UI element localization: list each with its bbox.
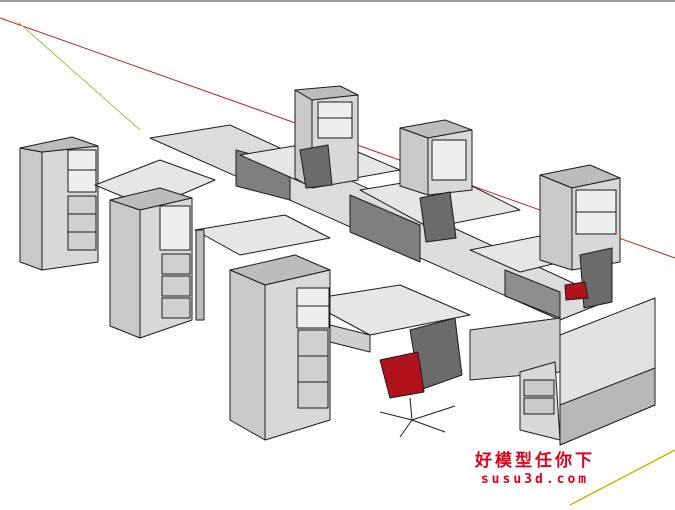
storage-tower-back-right[interactable] bbox=[399, 119, 473, 196]
desk-front-center[interactable] bbox=[304, 284, 471, 353]
storage-tower-back-left[interactable] bbox=[19, 136, 99, 271]
viewport-top-edge bbox=[0, 0, 675, 2]
storage-tower-middle-left[interactable] bbox=[109, 187, 205, 339]
office-chair-back-center[interactable] bbox=[299, 144, 333, 189]
green-axis-line bbox=[17, 21, 141, 131]
center-divider-panel[interactable] bbox=[149, 124, 611, 321]
watermark: 好模型任你下 susu3d.com bbox=[475, 446, 595, 487]
office-chair-right[interactable] bbox=[564, 247, 613, 309]
watermark-brand-text: 好模型任你下 bbox=[475, 451, 595, 471]
office-chair-back-right[interactable] bbox=[419, 191, 457, 243]
pedestal-right[interactable] bbox=[519, 361, 561, 441]
watermark-site-url: susu3d.com bbox=[480, 472, 590, 487]
yellow-axis-line bbox=[569, 449, 675, 506]
office-chair-front[interactable] bbox=[379, 317, 463, 438]
storage-tower-front[interactable] bbox=[229, 254, 331, 441]
end-panel-right[interactable] bbox=[469, 297, 656, 446]
desk-front-left[interactable] bbox=[194, 214, 331, 256]
storage-tower-right[interactable] bbox=[539, 164, 621, 271]
